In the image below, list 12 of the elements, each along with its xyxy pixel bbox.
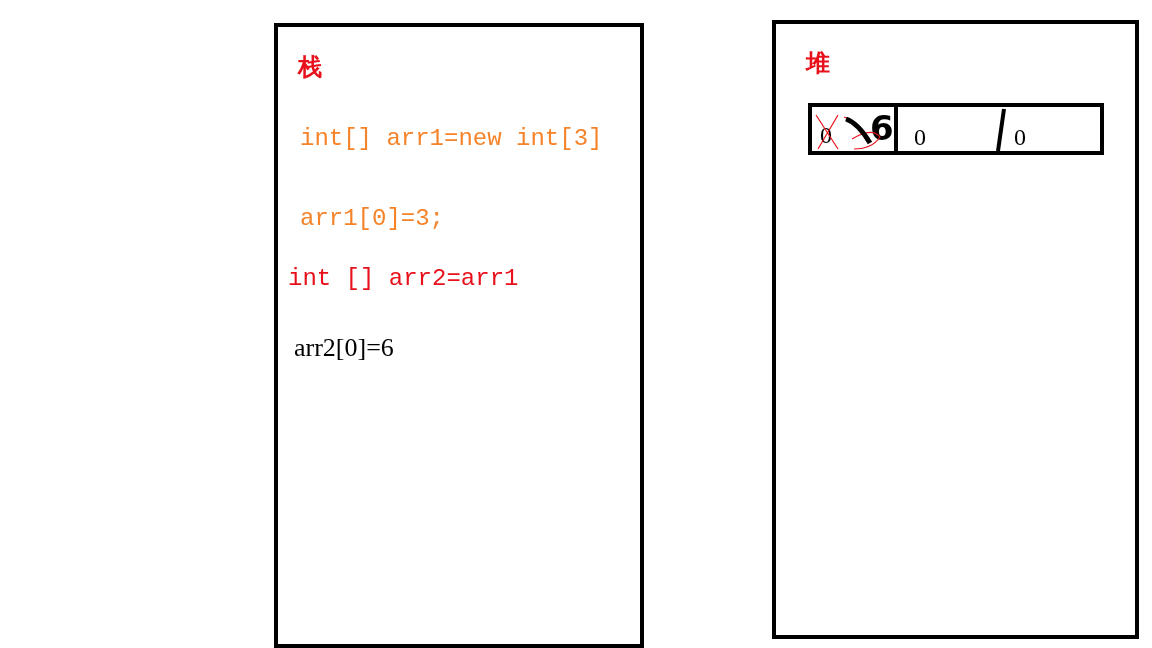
array-value: 0: [914, 125, 926, 149]
array-bar: [808, 103, 1104, 155]
code-line: arr2[0]=6: [294, 335, 394, 361]
heap-heading: 堆: [806, 51, 830, 75]
stack-panel: [274, 23, 644, 648]
code-line: int [] arr2=arr1: [288, 267, 519, 291]
heap-panel: [772, 20, 1139, 639]
code-line: arr1[0]=3;: [300, 207, 445, 231]
handwritten-value: 6: [870, 111, 894, 145]
array-value: 0: [1014, 125, 1026, 149]
code-line: int[] arr1=new int[3]: [300, 127, 603, 151]
stack-heading: 栈: [298, 55, 322, 79]
